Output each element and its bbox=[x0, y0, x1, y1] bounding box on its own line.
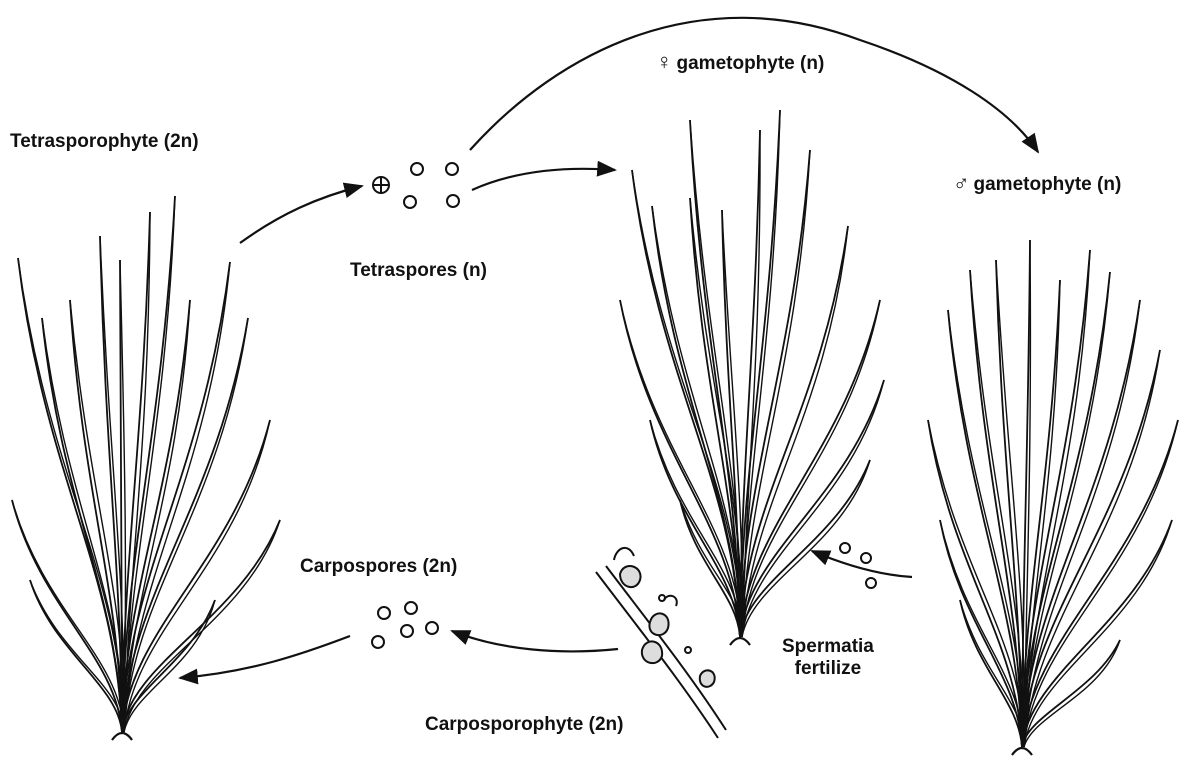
male-symbol-icon: ♂ bbox=[953, 170, 970, 195]
frond-branch-edge bbox=[124, 262, 230, 732]
frond-branch bbox=[18, 258, 122, 732]
frond-branch-edge bbox=[1024, 300, 1140, 747]
tetraspore bbox=[411, 163, 423, 175]
arrow-to-female-gametophyte bbox=[472, 169, 615, 190]
tetraspores-cluster bbox=[373, 163, 459, 208]
carpospore bbox=[378, 607, 390, 619]
female-symbol-icon: ♀ bbox=[656, 49, 673, 74]
female-gametophyte-label: ♀gametophyte (n) bbox=[656, 51, 824, 75]
spermatia-line2: fertilize bbox=[782, 658, 874, 680]
carpospore bbox=[405, 602, 417, 614]
tetrasporophyte-label: Tetrasporophyte (2n) bbox=[10, 131, 199, 153]
male-gametophyte-text: gametophyte (n) bbox=[974, 174, 1122, 195]
arrow-to-male-gametophyte bbox=[470, 18, 1038, 152]
frond-branch-edge bbox=[1024, 520, 1172, 747]
tetraspore bbox=[447, 195, 459, 207]
carpospore bbox=[401, 625, 413, 637]
cycle-arrows bbox=[180, 18, 1038, 678]
frond-branch bbox=[122, 600, 215, 732]
carpospores-label: Carpospores (2n) bbox=[300, 556, 457, 578]
female-gametophyte-plant bbox=[620, 110, 884, 645]
spermatium bbox=[861, 553, 871, 563]
tetraspore-crossed bbox=[373, 177, 389, 193]
carpospore bbox=[426, 622, 438, 634]
frond-branch-edge bbox=[1024, 420, 1178, 747]
arrow-to-tetraspores bbox=[240, 186, 362, 243]
holdfast bbox=[1012, 748, 1032, 755]
spermatia-cluster bbox=[840, 543, 876, 588]
male-gametophyte-label: ♂gametophyte (n) bbox=[953, 172, 1121, 196]
frond-branch bbox=[30, 580, 122, 732]
frond-branch-edge bbox=[742, 380, 884, 637]
tetrasporophyte-plant bbox=[12, 196, 280, 740]
tetraspore bbox=[404, 196, 416, 208]
spermatia-fertilize-label: Spermatia fertilize bbox=[782, 636, 874, 680]
female-gametophyte-text: gametophyte (n) bbox=[677, 53, 825, 74]
holdfast bbox=[730, 638, 750, 645]
tetraspore bbox=[446, 163, 458, 175]
arrow-to-tetrasporophyte bbox=[180, 636, 350, 678]
arrow-to-carpospores bbox=[452, 631, 618, 651]
spermatium bbox=[840, 543, 850, 553]
carposporophyte-detail bbox=[596, 548, 726, 738]
spermatia-line1: Spermatia bbox=[782, 636, 874, 658]
carpospore bbox=[372, 636, 384, 648]
holdfast bbox=[112, 733, 132, 740]
frond-branch bbox=[42, 318, 122, 732]
frond-branch bbox=[122, 318, 248, 732]
carposporophyte-label: Carposporophyte (2n) bbox=[425, 714, 623, 736]
tetraspores-label: Tetraspores (n) bbox=[350, 260, 487, 282]
spermatium bbox=[866, 578, 876, 588]
carpospores-cluster bbox=[372, 602, 438, 648]
frond-branch-edge bbox=[742, 150, 810, 637]
frond-branch-edge bbox=[1024, 272, 1110, 747]
male-gametophyte-plant bbox=[928, 240, 1178, 755]
